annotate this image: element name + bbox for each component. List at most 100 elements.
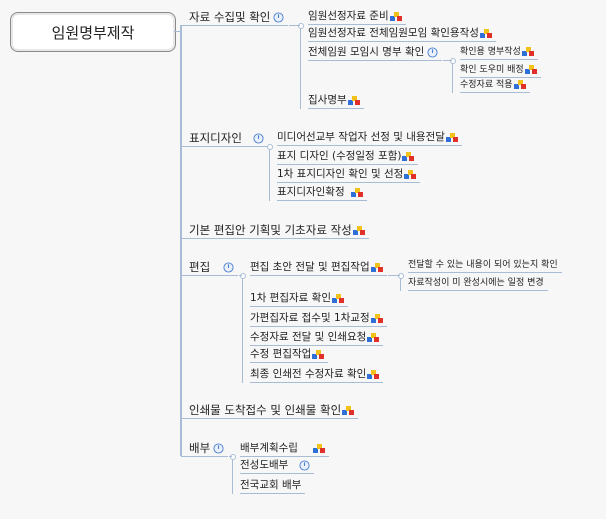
- topic-label: 자료작성이 미 완성시에는 일정 변경: [408, 278, 544, 288]
- subtopic[interactable]: 전체임원 모임시 명부 확인: [308, 46, 443, 61]
- topic-label: 자료 수집및 확인: [189, 10, 271, 24]
- subtopic[interactable]: 1차 편집자료 확인: [250, 292, 348, 307]
- branch-topic[interactable]: 표지디자인: [189, 131, 268, 147]
- connector: [181, 25, 191, 26]
- resource-icon: [402, 152, 414, 162]
- subtopic[interactable]: 전국교회 배부: [240, 479, 306, 494]
- resource-icon: [348, 96, 360, 106]
- topic-label: 배부계획수립: [240, 442, 298, 454]
- resource-icon: [522, 47, 534, 57]
- subtopic[interactable]: 확인용 명부작성: [460, 46, 538, 60]
- branch-topic[interactable]: 자료 수집및 확인: [189, 10, 289, 26]
- connector-dot: [298, 23, 304, 29]
- resource-icon: [525, 65, 537, 75]
- branch-topic[interactable]: 편집: [189, 260, 239, 276]
- connector: [300, 25, 301, 109]
- topic-label: 임원선정자료 전체임원모임 확인용작성: [308, 27, 479, 39]
- resource-icon: [313, 444, 325, 454]
- subtopic[interactable]: 전성도배부: [240, 459, 315, 474]
- subtopic[interactable]: 가편집자료 접수및 1차교정: [250, 312, 387, 327]
- connector: [400, 275, 401, 291]
- resource-icon: [353, 225, 365, 235]
- subtopic[interactable]: 편집 초안 전달 및 편집작업: [250, 261, 387, 276]
- topic-label: 전성도배부: [240, 459, 289, 471]
- subtopic[interactable]: 자료작성이 미 완성시에는 일정 변경: [408, 277, 548, 291]
- topic-label: 전체임원 모임시 명부 확인: [308, 46, 425, 58]
- topic-label: 전달할 수 있는 내용이 되어 있는지 확인: [408, 260, 558, 270]
- connector-dot: [398, 273, 404, 279]
- topic-label: 미디어선교부 작업자 선정 및 내용전달: [277, 131, 445, 143]
- connector: [269, 146, 270, 201]
- clock-icon[interactable]: [273, 12, 284, 23]
- connector: [452, 60, 453, 93]
- connector: [239, 275, 242, 276]
- connector: [289, 25, 300, 26]
- resource-icon: [446, 133, 458, 143]
- subtopic[interactable]: 임원선정자료 준비: [308, 10, 406, 25]
- connector: [443, 60, 452, 61]
- connector-dot: [450, 58, 456, 64]
- topic-label: 배부: [189, 441, 211, 455]
- subtopic[interactable]: 미디어선교부 작업자 선정 및 내용전달: [277, 131, 462, 146]
- topic-label: 확인용 명부작성: [460, 47, 521, 57]
- subtopic[interactable]: 확인 도우미 배정: [460, 64, 541, 78]
- topic-label: 임원선정자료 준비: [308, 10, 389, 22]
- subtopic[interactable]: 표지 디자인 (수정일정 포함): [277, 150, 419, 165]
- connector: [388, 275, 400, 276]
- resource-icon: [480, 29, 492, 39]
- connector: [181, 238, 191, 239]
- resource-icon: [367, 333, 379, 343]
- resource-icon: [390, 12, 402, 22]
- root-topic[interactable]: 임원명부제작: [10, 12, 176, 52]
- connector: [242, 275, 243, 383]
- connector-dot: [267, 144, 273, 150]
- connector-dot: [230, 454, 236, 460]
- branch-topic[interactable]: 기본 편집안 기획및 기초자료 작성: [189, 223, 369, 239]
- topic-label: 편집: [189, 260, 211, 274]
- topic-label: 확인 도우미 배정: [460, 65, 524, 75]
- topic-label: 최종 인쇄전 수정자료 확인: [250, 368, 367, 380]
- clock-icon[interactable]: [427, 47, 438, 58]
- subtopic[interactable]: 수정 편집작업: [250, 348, 329, 363]
- subtopic[interactable]: 수정자료 전달 및 인쇄요청: [250, 331, 384, 346]
- topic-label: 1차 편집자료 확인: [250, 292, 331, 304]
- topic-label: 수정 편집작업: [250, 348, 312, 360]
- resource-icon: [332, 294, 344, 304]
- clock-icon[interactable]: [213, 443, 224, 454]
- subtopic[interactable]: 배부계획수립: [240, 442, 329, 457]
- subtopic[interactable]: 수정자료 적용: [460, 79, 530, 93]
- resource-icon: [371, 314, 383, 324]
- clock-icon[interactable]: [223, 262, 234, 273]
- topic-label: 가편집자료 접수및 1차교정: [250, 312, 370, 324]
- resource-icon: [514, 80, 526, 90]
- connector-dot: [240, 273, 246, 279]
- connector: [181, 146, 191, 147]
- branch-topic[interactable]: 인쇄물 도착접수 및 인쇄물 확인: [189, 403, 359, 419]
- topic-label: 표지디자인: [189, 131, 242, 145]
- subtopic[interactable]: 전달할 수 있는 내용이 되어 있는지 확인: [408, 259, 562, 273]
- subtopic[interactable]: 1차 표지디자인 확인 및 선정: [277, 168, 421, 183]
- resource-icon: [371, 263, 383, 273]
- connector: [181, 456, 191, 457]
- clock-icon[interactable]: [299, 460, 310, 471]
- branch-topic[interactable]: 배부: [189, 441, 229, 457]
- clock-icon[interactable]: [253, 133, 264, 144]
- topic-label: 편집 초안 전달 및 편집작업: [250, 261, 370, 273]
- resource-icon: [404, 170, 416, 180]
- topic-label: 기본 편집안 기획및 기초자료 작성: [189, 223, 352, 237]
- subtopic[interactable]: 집사명부: [308, 94, 364, 109]
- subtopic[interactable]: 임원선정자료 전체임원모임 확인용작성: [308, 27, 496, 42]
- topic-label: 표지 디자인 (수정일정 포함): [277, 150, 402, 162]
- connector: [232, 456, 233, 494]
- resource-icon: [351, 188, 363, 198]
- subtopic[interactable]: 표지디자인확정: [277, 186, 367, 201]
- topic-label: 인쇄물 도착접수 및 인쇄물 확인: [189, 403, 342, 417]
- resource-icon: [312, 350, 324, 360]
- subtopic[interactable]: 최종 인쇄전 수정자료 확인: [250, 368, 384, 383]
- topic-label: 전국교회 배부: [240, 479, 302, 491]
- topic-label: 집사명부: [308, 94, 347, 106]
- topic-label: 1차 표지디자인 확인 및 선정: [277, 168, 404, 180]
- topic-label: 수정자료 전달 및 인쇄요청: [250, 331, 367, 343]
- connector: [181, 275, 191, 276]
